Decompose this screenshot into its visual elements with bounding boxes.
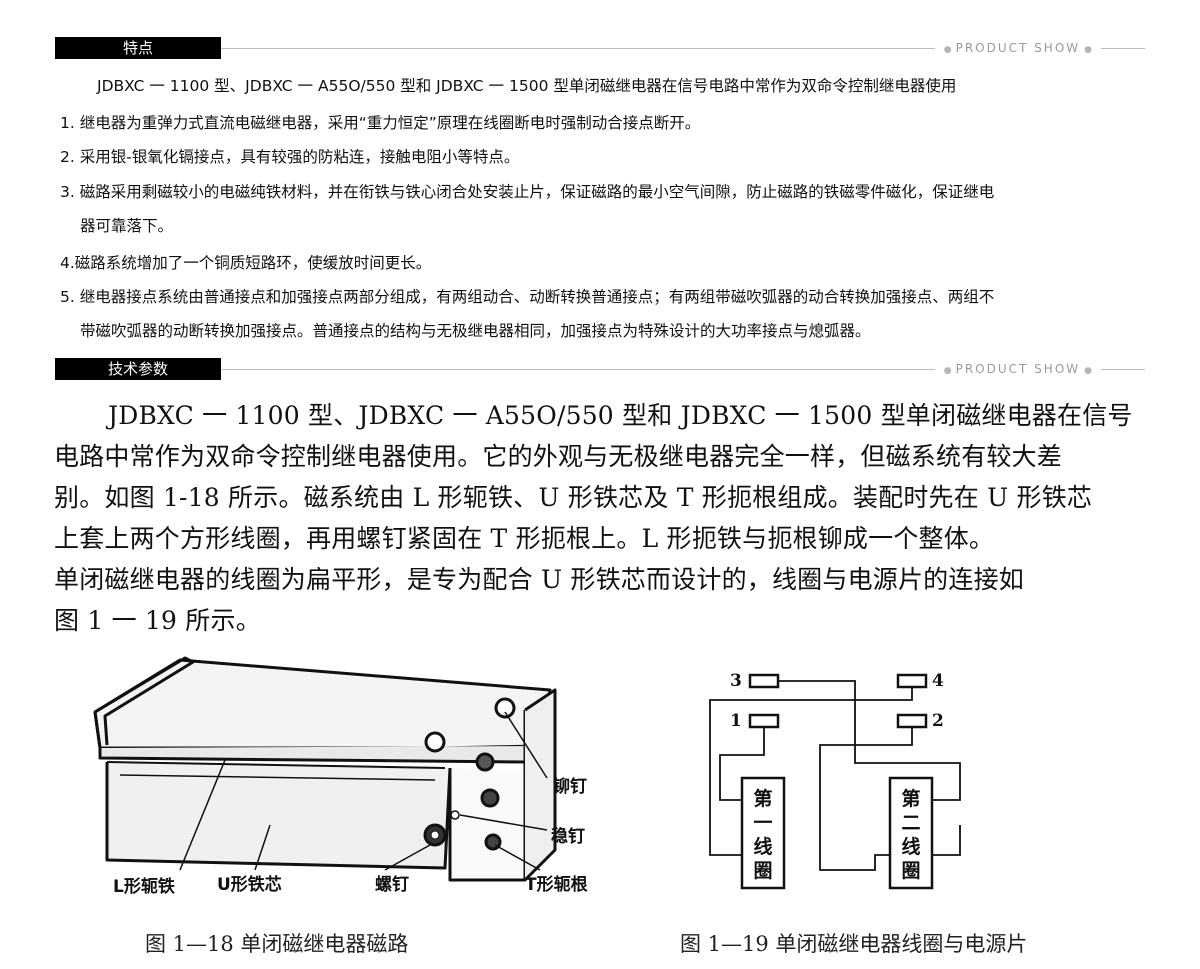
label-u-core: U形铁芯 (217, 875, 282, 895)
section-header-features: 特点 ●PRODUCT SHOW● (55, 37, 1145, 59)
label-screw: 螺钉 (375, 875, 409, 895)
figure-1-19: 3 4 1 2 第一线圈 第二线圈 (690, 665, 990, 895)
coil-wiring-diagram (709, 673, 961, 890)
params-line-6: 图 1 一 19 所示。 (54, 606, 261, 635)
params-line-2: 电路中常作为双命令控制继电器使用。它的外观与无极继电器完全一样，但磁系统有较大差 (54, 442, 1063, 471)
terminal-1: 1 (730, 711, 742, 731)
coil-1-label: 第一线圈 (753, 788, 773, 882)
params-line-5: 单闭磁继电器的线圈为扁平形，是专为配合 U 形铁芯而设计的，线圈与电源片的连接如 (54, 565, 1024, 594)
feature-item-3-cont: 器可靠落下。 (80, 217, 174, 235)
params-line-3: 别。如图 1-18 所示。磁系统由 L 形轭铁、U 形铁芯及 T 形扼根组成。装… (54, 483, 1093, 512)
label-l-yoke: L形轭铁 (113, 877, 175, 897)
figure-1-18-caption: 图 1—18 单闭磁继电器磁路 (145, 932, 409, 956)
product-show-label: ●PRODUCT SHOW● (934, 40, 1101, 58)
section-tag: 技术参数 (55, 358, 221, 380)
section-header-params: 技术参数 ●PRODUCT SHOW● (55, 358, 1145, 380)
feature-item-5-cont: 带磁吹弧器的动断转换加强接点。普通接点的结构与无极继电器相同，加强接点为特殊设计… (80, 322, 871, 340)
feature-item-2: 2. 采用银-银氧化镉接点，具有较强的防粘连，接触电阻小等特点。 (60, 148, 520, 166)
label-rivet: 铆钉 (553, 777, 587, 797)
section-tag: 特点 (55, 37, 221, 59)
terminal-4: 4 (932, 671, 944, 691)
magnetic-circuit-drawing (93, 656, 557, 882)
feature-item-4: 4.磁路系统增加了一个铜质短路环，使缓放时间更长。 (60, 254, 432, 272)
feature-item-1: 1. 继电器为重弹力式直流电磁继电器，采用“重力恒定”原理在线圈断电时强制动合接… (60, 114, 701, 132)
section-divider (221, 369, 1145, 370)
figure-1-18: 铆钉 稳钉 螺钉 L形轭铁 U形铁芯 T形轭根 (85, 650, 625, 900)
feature-item-5: 5. 继电器接点系统由普通接点和加强接点两部分组成，有两组动合、动断转换普通接点… (60, 288, 995, 306)
figure-1-19-caption: 图 1—19 单闭磁继电器线圈与电源片 (680, 932, 1028, 956)
features-intro: JDBXC 一 1100 型、JDBXC 一 A55O/550 型和 JDBXC… (97, 77, 957, 95)
feature-item-3: 3. 磁路采用剩磁较小的电磁纯铁材料，并在衔铁与铁心闭合处安装止片，保证磁路的最… (60, 183, 995, 201)
label-pin: 稳钉 (551, 827, 585, 847)
params-line-4: 上套上两个方形线圈，再用螺钉紧固在 T 形扼根上。L 形扼铁与扼根铆成一个整体。 (54, 524, 995, 553)
coil-2-label: 第二线圈 (901, 788, 921, 882)
section-divider (221, 48, 1145, 49)
label-t-root: T形轭根 (525, 875, 588, 895)
params-line-1: JDBXC 一 1100 型、JDBXC 一 A55O/550 型和 JDBXC… (108, 401, 1133, 430)
terminal-2: 2 (932, 711, 944, 731)
terminal-3: 3 (730, 671, 742, 691)
product-show-label: ●PRODUCT SHOW● (934, 361, 1101, 379)
